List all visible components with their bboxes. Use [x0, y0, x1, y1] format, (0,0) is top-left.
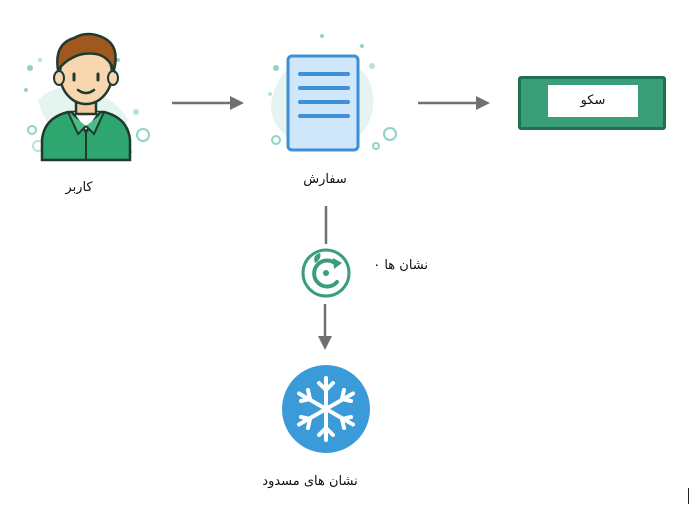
sko-label: سکو [548, 85, 638, 117]
document-icon [286, 54, 360, 152]
user-avatar-icon [40, 32, 132, 162]
text-cursor [688, 488, 689, 504]
connector-order-to-tokens [324, 206, 328, 244]
snowflake-icon [282, 365, 370, 453]
tokens-label: نشان ها ۰ [373, 258, 428, 273]
user-label: کاربر [65, 180, 93, 195]
arrow-order-to-sko [418, 96, 490, 110]
order-label: سفارش [303, 172, 347, 187]
blocked-tokens-label: نشان های مسدود [262, 474, 358, 489]
refresh-leaf-icon [301, 248, 351, 298]
arrow-user-to-order [172, 96, 244, 110]
arrow-tokens-to-blocked [318, 304, 332, 350]
sko-node: سکو [518, 76, 666, 130]
